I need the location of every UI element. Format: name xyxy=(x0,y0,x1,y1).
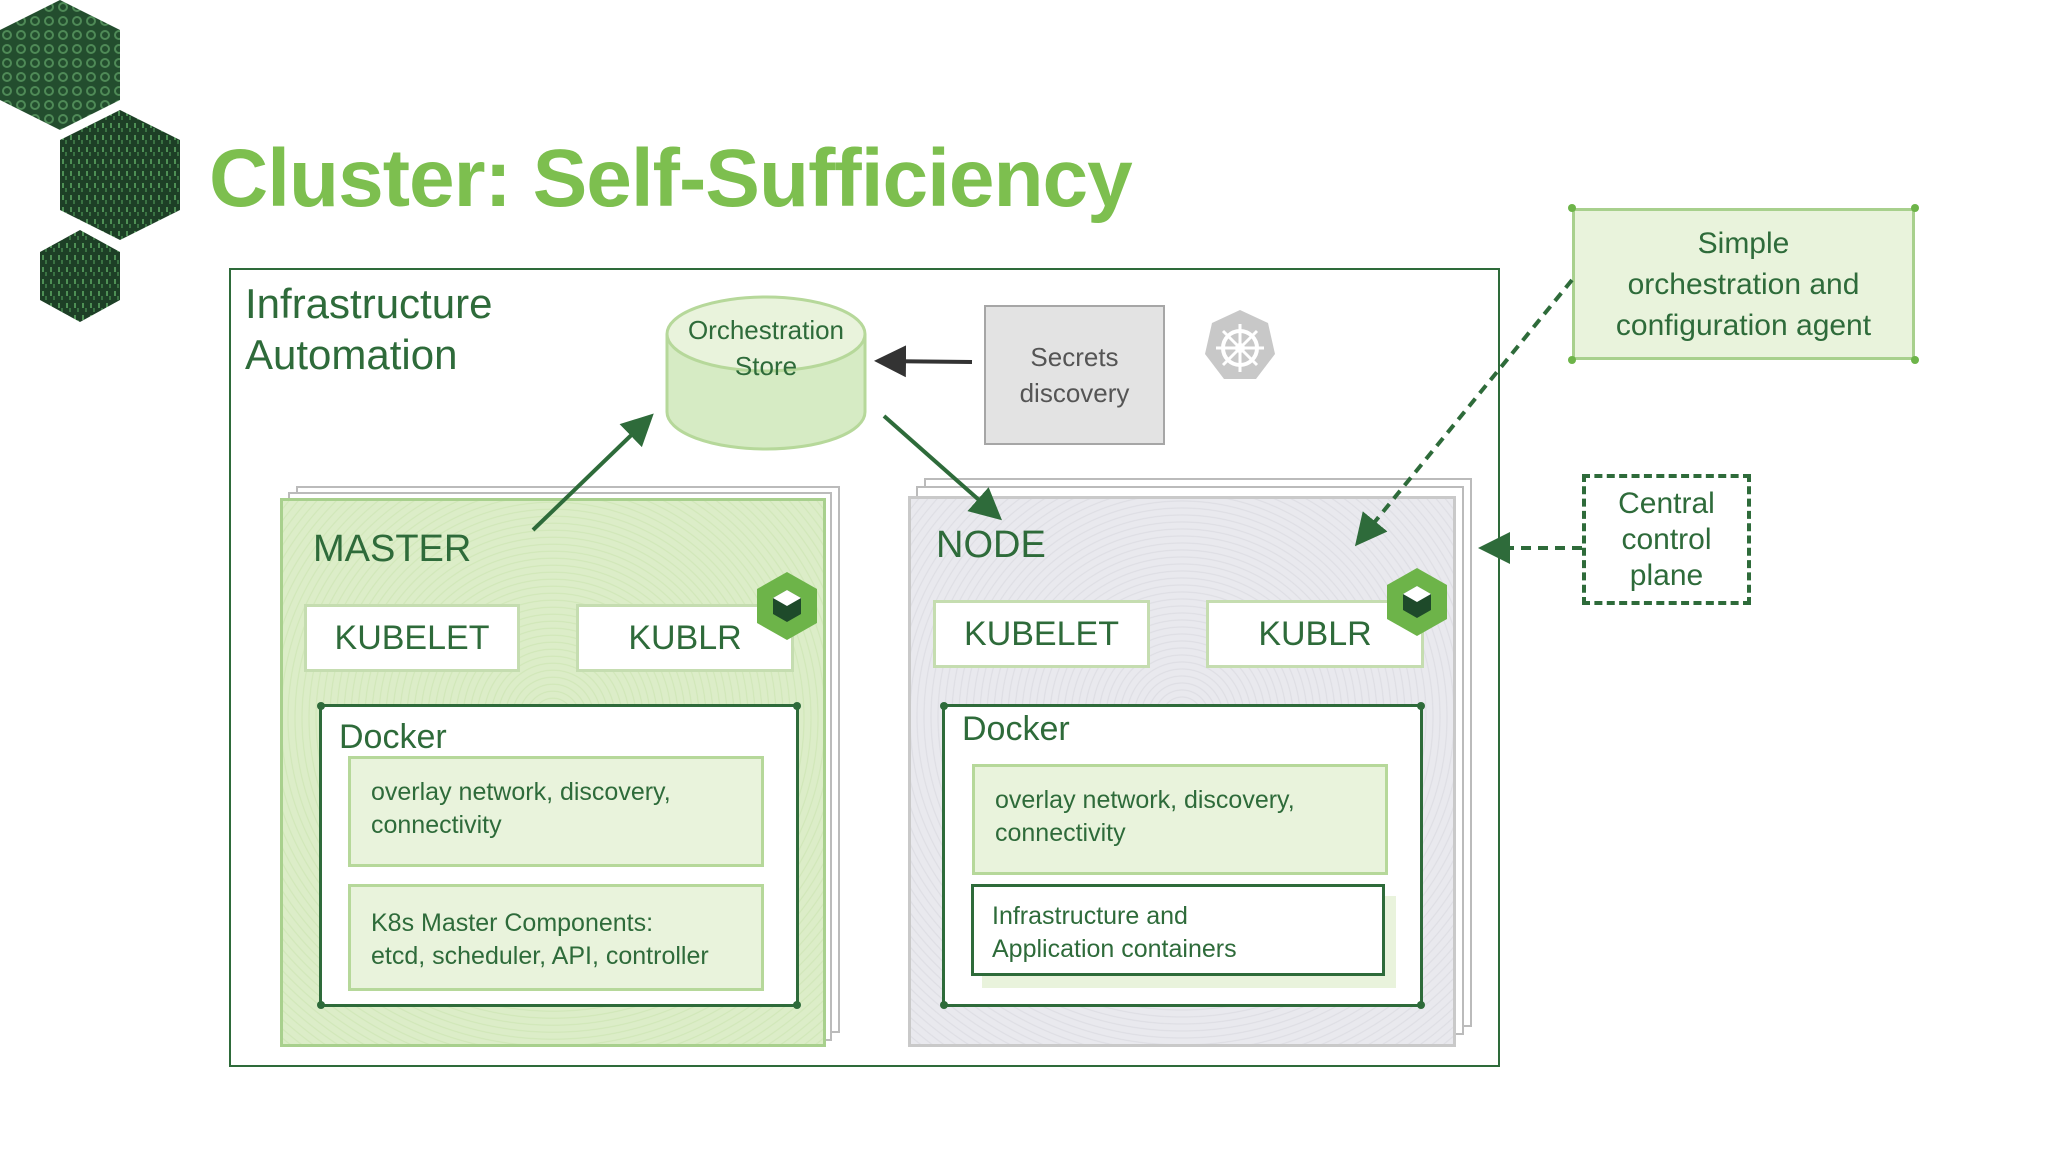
kublr-logo-icon xyxy=(1387,568,1447,636)
secrets-discovery-box: Secrets discovery xyxy=(984,305,1165,445)
orchestration-store-label: Orchestration Store xyxy=(687,315,845,381)
node-overlay-network-box: overlay network, discovery, connectivity xyxy=(972,764,1388,875)
orchestration-agent-note: Simple orchestration and configuration a… xyxy=(1572,208,1915,360)
infrastructure-automation-frame xyxy=(229,268,1500,1067)
hexagon-decoration-icon xyxy=(0,0,180,322)
master-title: MASTER xyxy=(313,528,472,570)
master-k8s-components-box: K8s Master Components: etcd, scheduler, … xyxy=(348,884,764,991)
node-title: NODE xyxy=(936,524,1046,566)
connector-dots xyxy=(317,204,1919,1009)
infrastructure-automation-label: Infrastructure Automation xyxy=(245,280,493,378)
kublr-logo-icon xyxy=(757,572,817,640)
master-kubelet-box: KUBELET xyxy=(304,604,520,672)
secrets-to-store-arrow xyxy=(874,345,973,378)
node-kubelet-box: KUBELET xyxy=(933,600,1150,668)
master-to-store-arrow xyxy=(531,413,654,532)
node-docker-label: Docker xyxy=(962,710,1070,748)
store-to-node-arrow xyxy=(882,414,1002,521)
agent-to-node-dashed-arrow xyxy=(1354,278,1574,547)
master-docker-label: Docker xyxy=(339,718,447,756)
central-control-plane-note: Central control plane xyxy=(1582,474,1751,605)
master-overlay-network-box: overlay network, discovery, connectivity xyxy=(348,756,764,867)
page-title: Cluster: Self-Sufficiency xyxy=(209,133,1133,224)
orchestration-store-cylinder xyxy=(665,295,867,451)
node-containers-box: Infrastructure and Application container… xyxy=(971,884,1385,976)
kubernetes-helm-icon xyxy=(1205,310,1275,379)
